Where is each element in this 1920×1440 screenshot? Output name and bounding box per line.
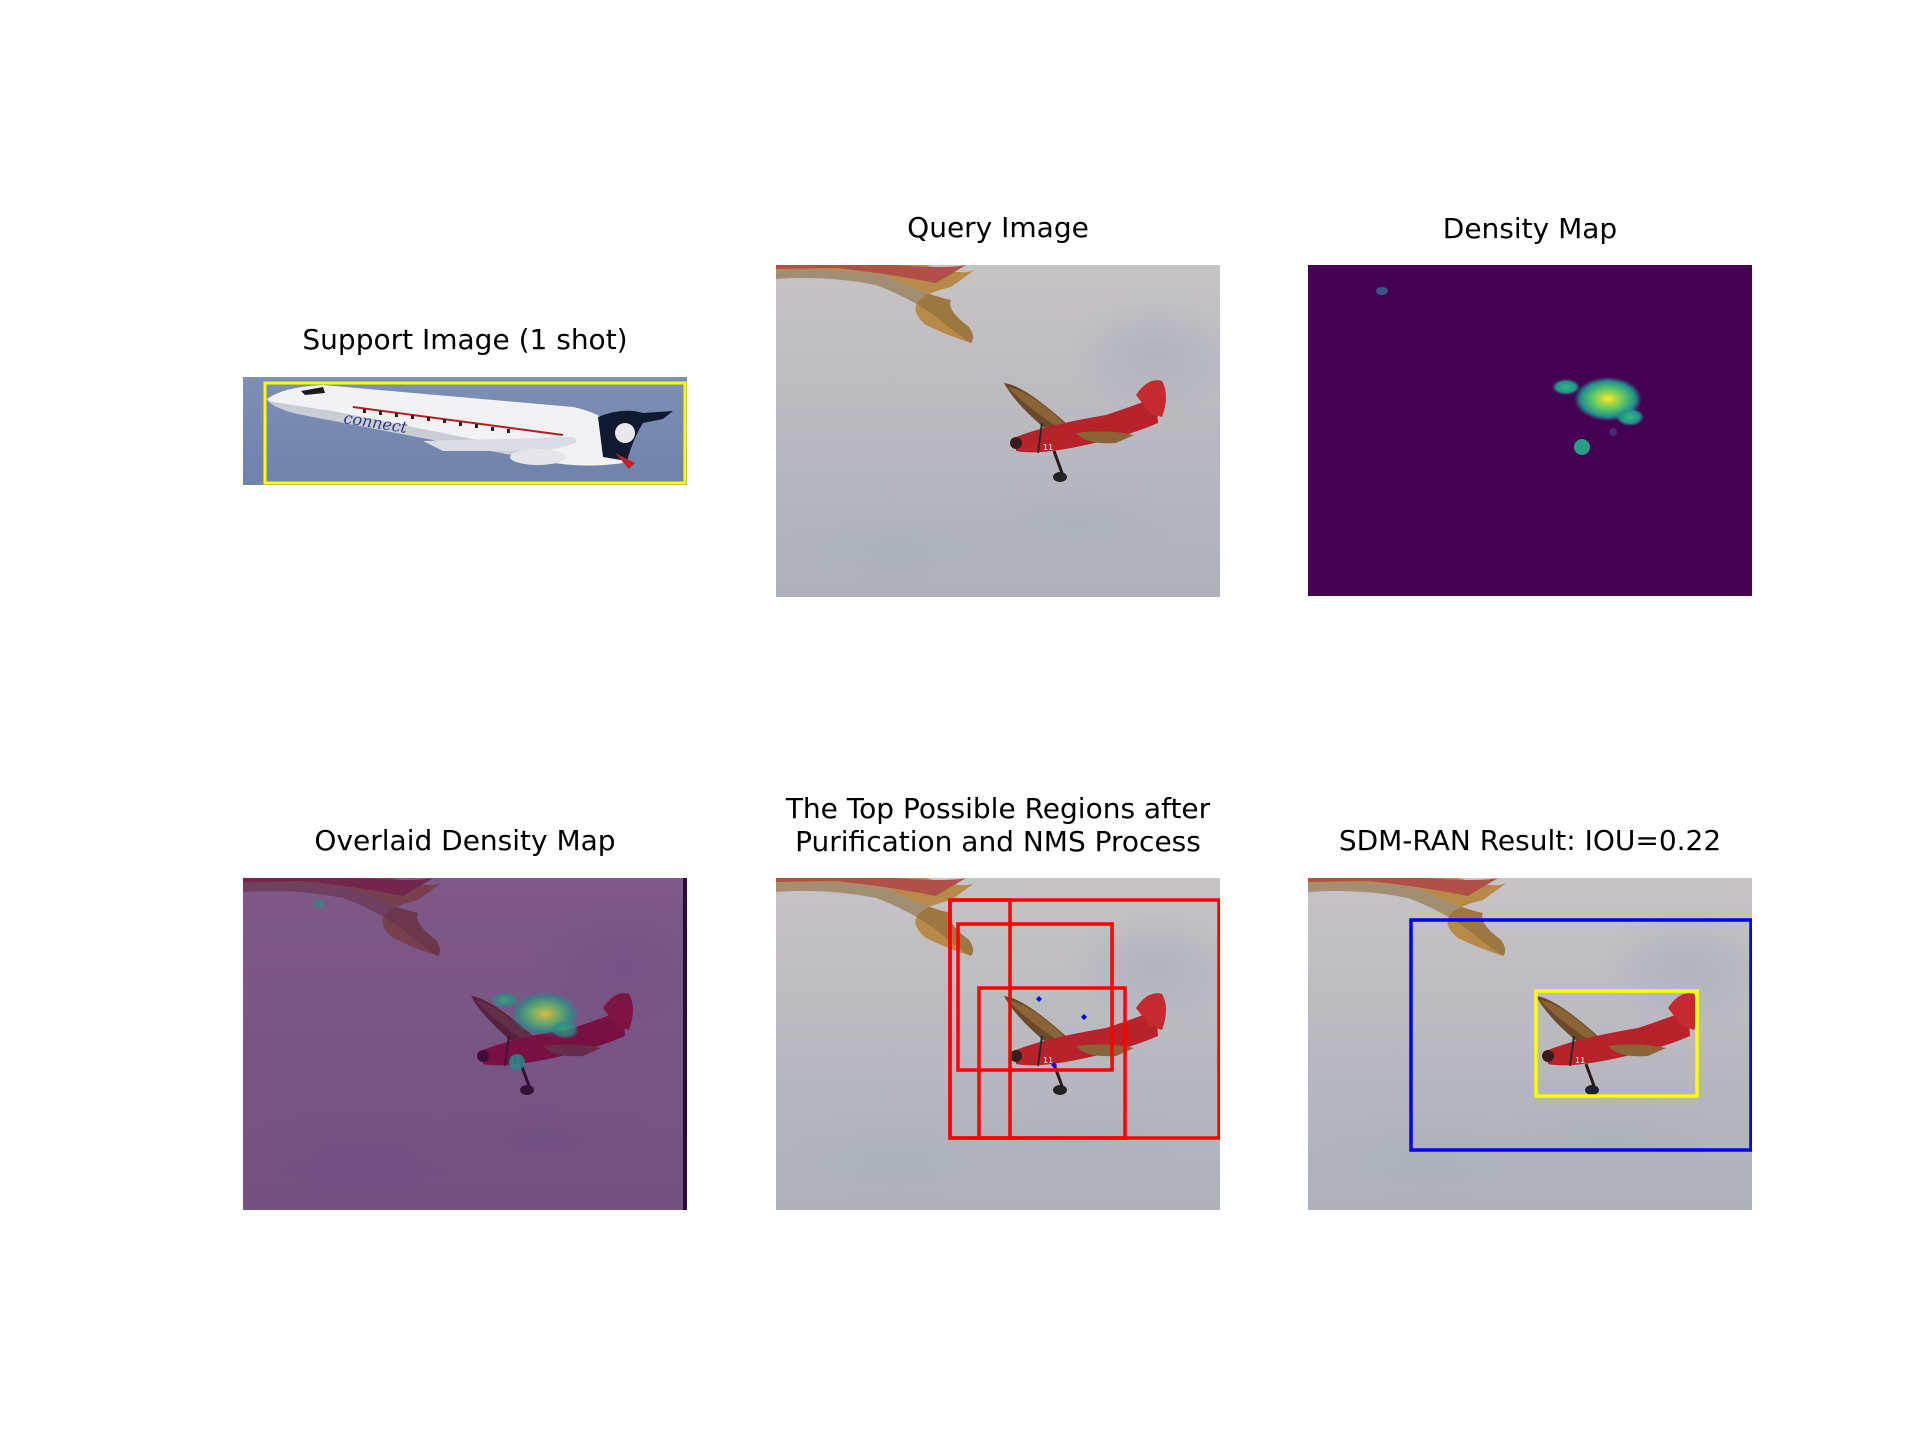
top-regions-title-line-1: The Top Possible Regions after [785, 792, 1211, 825]
top-regions-title-line-2: Purification and NMS Process [795, 825, 1201, 858]
overlaid-density-map-title: Overlaid Density Map [314, 824, 616, 857]
density-blob [1609, 428, 1617, 436]
query-image [776, 265, 1220, 597]
density-blob [1616, 408, 1644, 426]
region-box [948, 898, 1012, 1140]
region-box [956, 922, 1114, 1072]
region-center-marker [1081, 1014, 1087, 1020]
region-center-marker [1036, 996, 1042, 1002]
overlaid-density-map [243, 878, 687, 1210]
prediction-box [1409, 918, 1752, 1152]
result-title: SDM-RAN Result: IOU=0.22 [1338, 824, 1722, 857]
top-regions-title: The Top Possible Regions after Purificat… [760, 792, 1236, 858]
region-box [977, 986, 1127, 1140]
support-annotation-box [263, 381, 687, 485]
top-regions-image [776, 878, 1220, 1210]
density-blob [1376, 287, 1388, 295]
result-image [1308, 878, 1752, 1210]
support-image-title: Support Image (1 shot) [302, 323, 628, 356]
density-map [1308, 265, 1752, 596]
density-map-title: Density Map [1442, 212, 1618, 245]
ground-truth-box [1534, 989, 1699, 1098]
region-center-marker [1051, 1062, 1057, 1068]
density-blob [1574, 439, 1590, 455]
density-blob [1552, 379, 1580, 395]
query-image-title: Query Image [907, 211, 1089, 244]
support-image: connect [243, 377, 687, 485]
